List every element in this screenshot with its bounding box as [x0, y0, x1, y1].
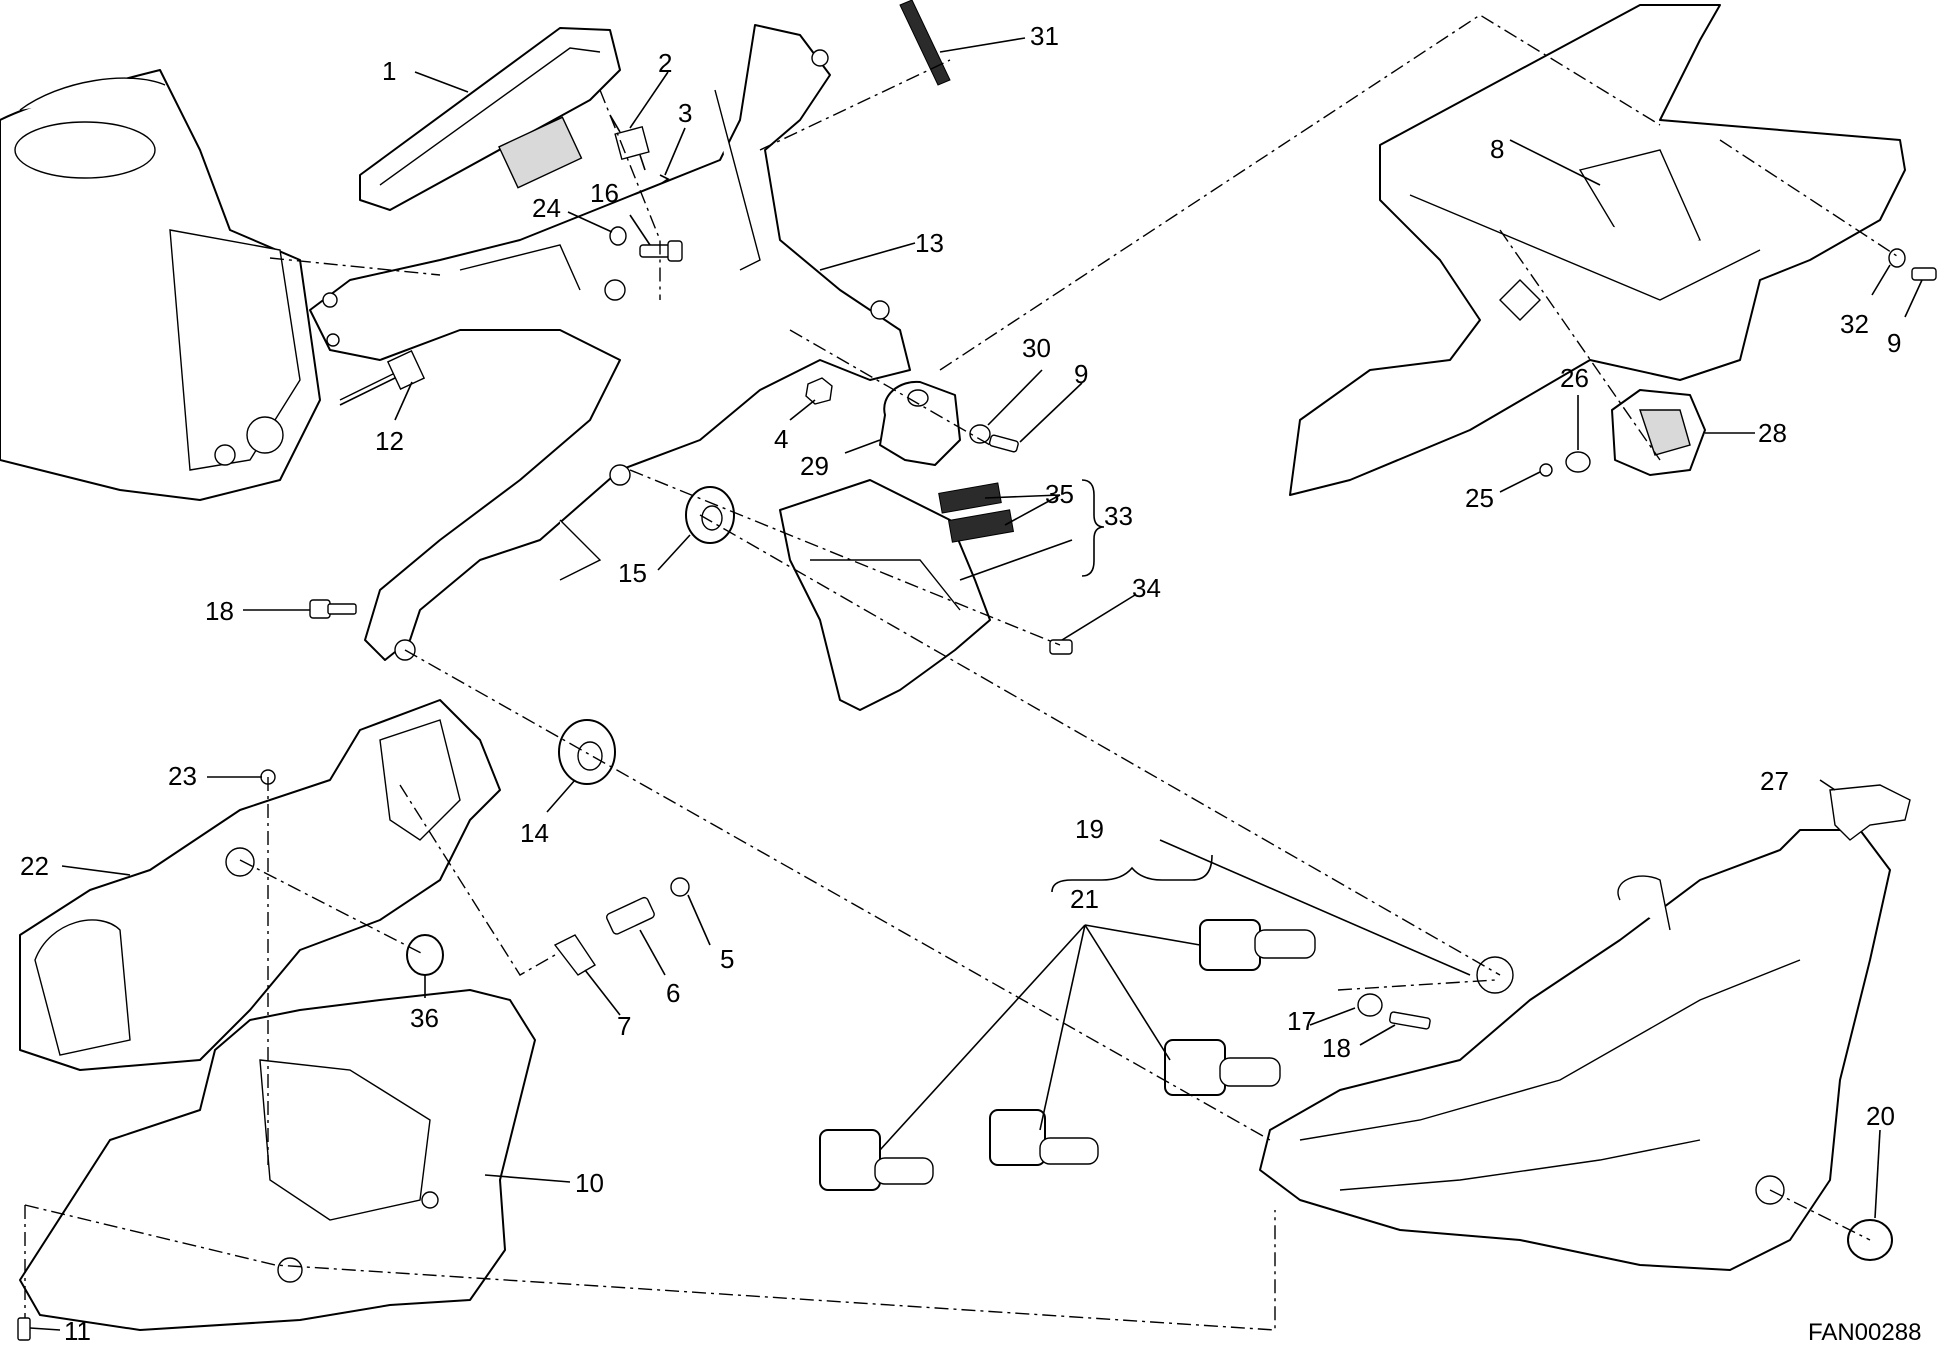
screw-25 — [1539, 463, 1553, 477]
callout-6: 6 — [666, 978, 680, 1008]
connector-6 — [606, 896, 655, 935]
callout-10: 10 — [575, 1168, 604, 1198]
callout-17: 17 — [1287, 1006, 1316, 1036]
washer-26 — [1565, 451, 1591, 473]
callout-35: 35 — [1045, 479, 1074, 509]
headlight-housing-19 — [1259, 829, 1891, 1271]
bulb-21-c — [819, 1129, 934, 1191]
callout-1: 1 — [382, 56, 396, 86]
nut-4 — [805, 377, 833, 405]
callout-18-left: 18 — [205, 596, 234, 626]
callout-12: 12 — [375, 426, 404, 456]
grommet-14 — [558, 719, 616, 785]
callout-28: 28 — [1758, 418, 1787, 448]
spacer-17 — [1357, 993, 1383, 1017]
headlight-bracket — [309, 24, 911, 661]
fairing-8 — [1289, 4, 1906, 496]
callout-25: 25 — [1465, 483, 1494, 513]
callout-2: 2 — [658, 48, 672, 78]
frame-headstock — [0, 69, 321, 501]
callout-labels: 1 2 3 4 5 6 7 8 9 9 10 11 12 13 14 15 16… — [20, 21, 1901, 1346]
screw-16 — [639, 240, 683, 262]
instrument-panel — [359, 27, 621, 211]
screw-12 — [339, 349, 426, 406]
screw-18-right — [1389, 1011, 1431, 1030]
clip-7 — [553, 934, 596, 976]
assembly-lines — [24, 14, 1901, 1331]
strip-31 — [899, 0, 951, 86]
callout-14: 14 — [520, 818, 549, 848]
screw-9-left — [988, 434, 1019, 453]
screw-18-left — [309, 599, 357, 619]
screw-11 — [17, 1317, 31, 1341]
callout-33: 33 — [1104, 501, 1133, 531]
callout-32: 32 — [1840, 309, 1869, 339]
callout-34: 34 — [1132, 573, 1161, 603]
callout-20: 20 — [1866, 1101, 1895, 1131]
callout-5: 5 — [720, 944, 734, 974]
callout-23: 23 — [168, 761, 197, 791]
leader-lines — [29, 37, 1923, 1331]
bulb-21-d — [989, 1109, 1099, 1166]
pad-35-b — [947, 509, 1015, 543]
callout-36: 36 — [410, 1003, 439, 1033]
callout-30: 30 — [1022, 333, 1051, 363]
callout-27: 27 — [1760, 766, 1789, 796]
callout-13: 13 — [915, 228, 944, 258]
grommet-15 — [685, 486, 735, 544]
callout-19: 19 — [1075, 814, 1104, 844]
callout-18-right: 18 — [1322, 1033, 1351, 1063]
callout-3: 3 — [678, 98, 692, 128]
callout-16: 16 — [590, 178, 619, 208]
callout-26: 26 — [1560, 363, 1589, 393]
callout-9-left: 9 — [1074, 359, 1088, 389]
screw-5 — [670, 877, 690, 897]
callout-8: 8 — [1490, 134, 1504, 164]
callout-24: 24 — [532, 193, 561, 223]
callout-22: 22 — [20, 851, 49, 881]
washer-24 — [609, 226, 627, 246]
callout-15: 15 — [618, 558, 647, 588]
spacer-2 — [609, 114, 650, 171]
callout-29: 29 — [800, 451, 829, 481]
drawing-code: FAN00288 — [1808, 1319, 1921, 1346]
bulb-21-a — [1199, 919, 1316, 971]
screw-34 — [1049, 639, 1073, 655]
cover-33 — [779, 479, 991, 711]
bracket-27 — [1829, 784, 1911, 841]
callout-11: 11 — [64, 1316, 91, 1346]
bulb-21-b — [1164, 1039, 1281, 1096]
deflector-22 — [19, 699, 501, 1071]
callout-7: 7 — [617, 1011, 631, 1041]
washer-32 — [1888, 248, 1906, 268]
callout-31: 31 — [1030, 21, 1059, 51]
screw-9-right — [1911, 267, 1937, 281]
callout-4: 4 — [774, 424, 788, 454]
pad-35-a — [938, 482, 1002, 514]
grommet-36 — [406, 934, 444, 976]
callout-9-right: 9 — [1887, 328, 1901, 358]
washer-30 — [969, 424, 991, 444]
lower-cover-10 — [19, 989, 536, 1331]
lamp-28 — [1611, 389, 1706, 476]
clamp-29 — [879, 380, 961, 466]
callout-21: 21 — [1070, 884, 1099, 914]
